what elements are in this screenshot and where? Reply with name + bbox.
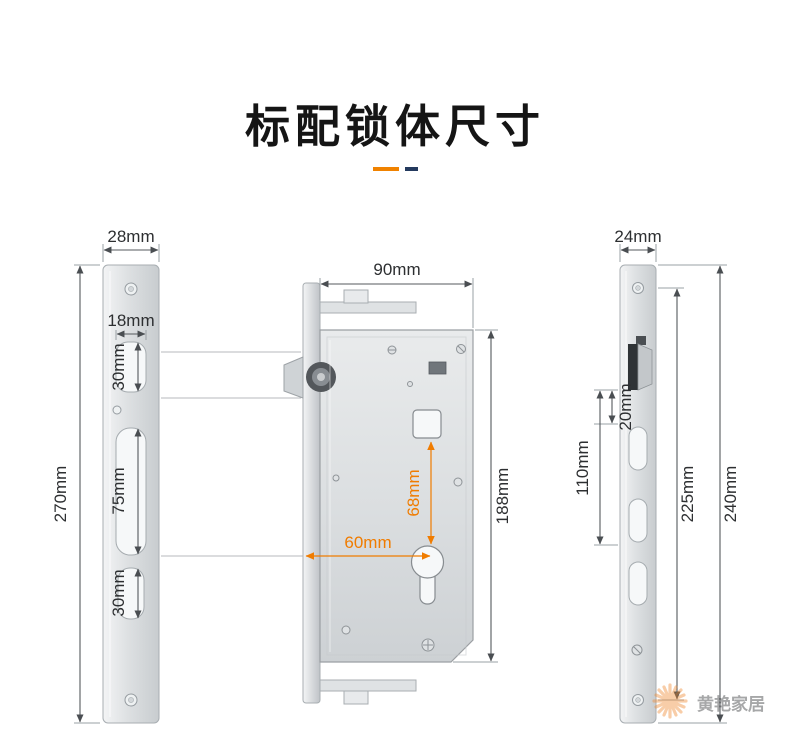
dim-label-68mm: 68mm (404, 469, 423, 516)
edge-latch (628, 336, 653, 391)
dim-strike-bottom-slot: 30mm (109, 568, 142, 619)
bolt-slot-3 (628, 561, 648, 606)
lock-body (283, 282, 474, 705)
dim-label-28mm: 28mm (107, 227, 154, 246)
lock-body-details (329, 340, 466, 652)
divider-orange-segment (372, 167, 399, 171)
cylinder-hole (410, 545, 445, 579)
bolt-slot-1 (628, 426, 648, 471)
dim-label-30mm-top: 30mm (109, 343, 128, 390)
page-title: 标配锁体尺寸 (244, 101, 545, 152)
edge-plate (619, 264, 657, 724)
bolt-slot-2 (628, 498, 648, 543)
dim-label-60mm: 60mm (344, 533, 391, 552)
bottom-bracket (319, 679, 417, 692)
screw-hole-mid (112, 405, 122, 415)
dim-lock-width: 90mm (319, 260, 474, 328)
dim-label-90mm: 90mm (373, 260, 420, 279)
lock-faceplate-strip (302, 282, 321, 704)
title-divider (0, 167, 790, 171)
bottom-bracket-tab (343, 690, 369, 705)
dim-center-distance: 68mm (404, 441, 435, 545)
dim-label-188mm: 188mm (493, 468, 512, 525)
dim-label-20mm: 20mm (616, 383, 635, 430)
dim-edge-width: 24mm (614, 227, 662, 262)
watermark-text: 黄艳家居 (697, 694, 765, 714)
dim-label-225mm: 225mm (678, 466, 697, 523)
lock-case (319, 329, 474, 663)
latch-bolt (283, 356, 304, 399)
dim-label-270mm: 270mm (51, 466, 70, 523)
dim-label-24mm: 24mm (614, 227, 661, 246)
dim-strike-middle-slot: 75mm (109, 428, 142, 555)
dim-edge-latch-to-bolt: 110mm (573, 390, 618, 546)
dim-label-75mm: 75mm (109, 467, 128, 514)
divider-navy-segment (404, 167, 418, 171)
alignment-lines (161, 351, 304, 557)
dim-lock-height: 188mm (453, 329, 512, 663)
dim-label-110mm: 110mm (573, 440, 592, 495)
dim-label-18mm: 18mm (107, 311, 154, 330)
dim-edge-height: 240mm (658, 264, 740, 724)
spindle-hole (412, 409, 442, 439)
top-bracket-tab (343, 289, 369, 304)
dim-strike-top-slot: 30mm (109, 342, 142, 392)
watermark: 黄艳家居 (652, 683, 765, 719)
top-bracket (319, 301, 417, 314)
dim-strike-hole-width: 18mm (107, 311, 155, 340)
dim-edge-latch-gap: 20mm (594, 383, 635, 431)
sunburst-icon (652, 683, 688, 719)
dim-edge-screw-distance: 225mm (658, 287, 697, 701)
dim-strike-height: 270mm (51, 264, 100, 724)
dim-label-30mm-bottom: 30mm (109, 569, 128, 616)
dim-strike-width: 28mm (102, 227, 160, 262)
dim-label-240mm: 240mm (721, 466, 740, 523)
dim-backset: 60mm (305, 533, 431, 560)
